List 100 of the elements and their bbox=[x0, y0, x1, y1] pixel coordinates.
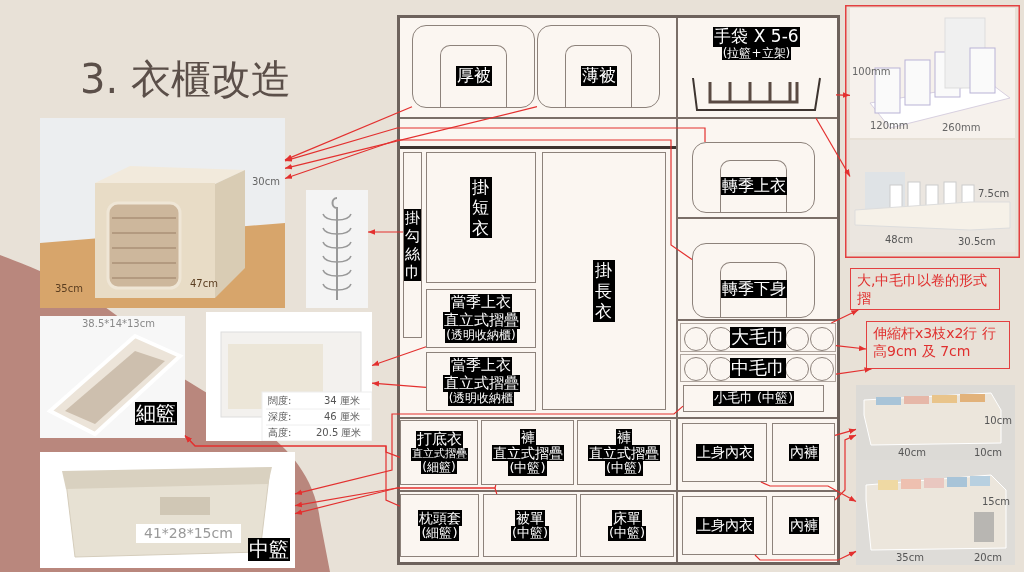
arrow bbox=[834, 434, 857, 501]
label-tag: 當季上衣 bbox=[450, 294, 512, 312]
size-label: 41*28*15cm bbox=[136, 524, 241, 544]
label-tag: 被單 bbox=[515, 510, 545, 527]
arrow bbox=[284, 106, 538, 170]
arrow bbox=[754, 550, 857, 561]
compartment bbox=[403, 152, 422, 338]
arrow bbox=[835, 345, 867, 351]
arrow bbox=[284, 127, 706, 162]
compartment bbox=[683, 385, 824, 412]
label-tag: 褲 bbox=[616, 428, 632, 446]
label-tag: 轉季下身 bbox=[720, 280, 787, 299]
compartment bbox=[577, 420, 671, 485]
label-tag: (細籃) bbox=[420, 526, 459, 541]
dimension-label: 7.5cm bbox=[978, 188, 1010, 199]
title: 3. 衣櫃改造 bbox=[80, 55, 291, 104]
dimension-label: 46 厘米 bbox=[324, 411, 360, 422]
compartment bbox=[483, 494, 577, 557]
dimension-label: 30cm bbox=[252, 176, 280, 187]
dimension-label: 260mm bbox=[942, 122, 981, 133]
compartment bbox=[426, 352, 536, 411]
dimension-label: 35cm bbox=[896, 552, 924, 563]
dimension-label: 40cm bbox=[898, 447, 926, 458]
dimension-label: 20.5 厘米 bbox=[316, 427, 362, 438]
label-tag: 掛長衣 bbox=[592, 260, 616, 322]
label-tag: 褲 bbox=[519, 428, 536, 446]
wardrobe-outline bbox=[397, 15, 840, 565]
compartment bbox=[400, 420, 478, 485]
arrow bbox=[184, 435, 401, 507]
dimension-label: 120mm bbox=[870, 120, 909, 131]
arrow bbox=[834, 428, 857, 436]
compartment bbox=[426, 152, 536, 283]
dimension-label: 高度: bbox=[268, 427, 292, 438]
note-box bbox=[866, 321, 1010, 369]
arrow bbox=[294, 405, 684, 495]
storage-bin bbox=[692, 142, 815, 213]
arrow bbox=[371, 346, 427, 367]
dimension-label: 47cm bbox=[190, 278, 218, 289]
dimension-label: 深度: bbox=[268, 411, 292, 422]
compartment bbox=[772, 423, 835, 482]
dimension-label: 15cm bbox=[982, 496, 1010, 507]
label-tag: 內褲 bbox=[788, 444, 819, 461]
arrow bbox=[835, 367, 873, 375]
storage-bin bbox=[692, 243, 815, 318]
label-tag: 轉季上衣 bbox=[720, 176, 787, 195]
label-tag: 上身內衣 bbox=[695, 517, 754, 534]
dimension-label: 20cm bbox=[974, 552, 1002, 563]
arrow bbox=[830, 309, 859, 324]
label-tag: 內褲 bbox=[788, 517, 819, 534]
label-tag: 薄被 bbox=[580, 66, 617, 86]
arrow bbox=[284, 106, 413, 161]
compartment bbox=[682, 423, 767, 482]
compartment bbox=[772, 496, 835, 555]
note-text: 大,中毛巾以卷的形式摺 bbox=[857, 272, 989, 307]
dimension-label: 10cm bbox=[974, 447, 1002, 458]
photo-frame bbox=[845, 5, 1020, 258]
dimension-label: 35cm bbox=[55, 283, 83, 294]
arrow bbox=[760, 481, 857, 503]
label-tag: 直立式摺疊 bbox=[491, 445, 564, 462]
label-tag: 打底衣 bbox=[415, 430, 463, 448]
note-text: 伸縮杆x3枝x2行 行高9cm 及 7cm bbox=[873, 325, 997, 360]
dimension-label: 100mm bbox=[852, 66, 891, 77]
label-tag: 掛短衣 bbox=[469, 176, 493, 239]
dimension-label: 闊度: bbox=[268, 395, 292, 406]
compartment bbox=[400, 494, 479, 557]
label-tag: (中籃) bbox=[508, 461, 547, 477]
compartment bbox=[682, 496, 767, 555]
compartment bbox=[580, 494, 674, 557]
label-tag: (中籃) bbox=[607, 526, 647, 541]
label-tag: 厚被 bbox=[455, 66, 492, 86]
dimension-label: 48cm bbox=[885, 234, 913, 245]
arrow bbox=[371, 380, 427, 388]
label-tag: 小毛巾 (中籃) bbox=[712, 391, 795, 406]
storage-bin bbox=[412, 25, 535, 108]
compartment bbox=[426, 289, 536, 348]
label-tag: 細籃 bbox=[135, 402, 177, 425]
label-tag: 上身內衣 bbox=[695, 444, 754, 461]
note-box bbox=[850, 268, 1000, 310]
storage-bin bbox=[537, 25, 660, 108]
label-tag: 直立式摺疊 bbox=[442, 311, 520, 329]
label-tag: 掛勾絲巾 bbox=[404, 209, 421, 281]
dimension-label: 34 厘米 bbox=[324, 395, 360, 406]
arrow bbox=[294, 487, 498, 515]
label-tag: 手袋 X 5-6 bbox=[713, 27, 800, 47]
label-tag: 當季上衣 bbox=[450, 357, 512, 375]
compartment bbox=[481, 420, 574, 485]
arrow bbox=[294, 484, 497, 508]
dimension-label: 30.5cm bbox=[958, 236, 996, 247]
label-tag: 直立式摺疊 bbox=[442, 374, 520, 392]
label-tag: 大毛巾 bbox=[730, 327, 786, 348]
label-tag: (中籃) bbox=[510, 526, 550, 541]
arrow bbox=[367, 229, 404, 235]
label-tag: 枕頭套 bbox=[417, 510, 462, 527]
compartment bbox=[542, 152, 666, 410]
label-tag: (中籃) bbox=[604, 461, 644, 477]
label-tag: 中籃 bbox=[248, 538, 290, 561]
arrow bbox=[815, 117, 851, 178]
arrow bbox=[284, 139, 693, 261]
label-tag: 中毛巾 bbox=[730, 357, 786, 379]
label-tag: 直立式摺疊 bbox=[588, 445, 660, 462]
